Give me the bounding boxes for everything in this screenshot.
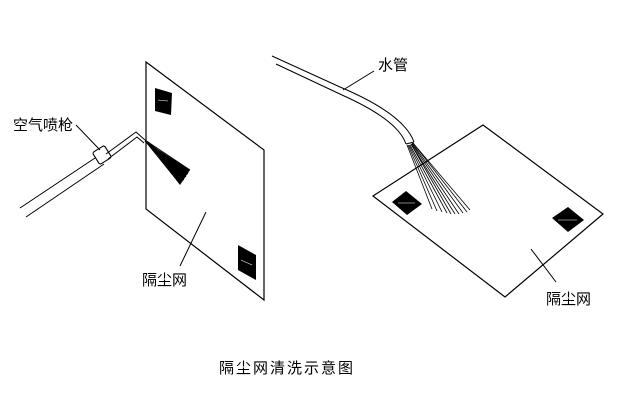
left-filter-corner-mark-top bbox=[155, 88, 172, 115]
left-filter-panel bbox=[145, 60, 265, 302]
right-filter-sheet bbox=[371, 124, 604, 298]
left-filter-label: 隔尘网 bbox=[142, 271, 187, 289]
air-gun-leader bbox=[75, 124, 101, 151]
air-gun bbox=[19, 131, 191, 218]
right-filter-corner-mark-right bbox=[552, 207, 584, 232]
left-filter-leader bbox=[179, 211, 207, 267]
air-gun-label: 空气喷枪 bbox=[13, 116, 73, 134]
diagram-caption: 隔尘网清洗示意图 bbox=[219, 359, 355, 377]
left-filter-sheet bbox=[145, 60, 265, 302]
right-filter-leader bbox=[530, 248, 557, 283]
right-filter-panel bbox=[371, 124, 604, 298]
right-filter-label: 隔尘网 bbox=[546, 290, 591, 308]
water-pipe bbox=[271, 55, 471, 215]
water-stream bbox=[406, 142, 471, 215]
water-pipe-leader bbox=[342, 70, 375, 91]
water-pipe-label: 水管 bbox=[378, 56, 408, 74]
